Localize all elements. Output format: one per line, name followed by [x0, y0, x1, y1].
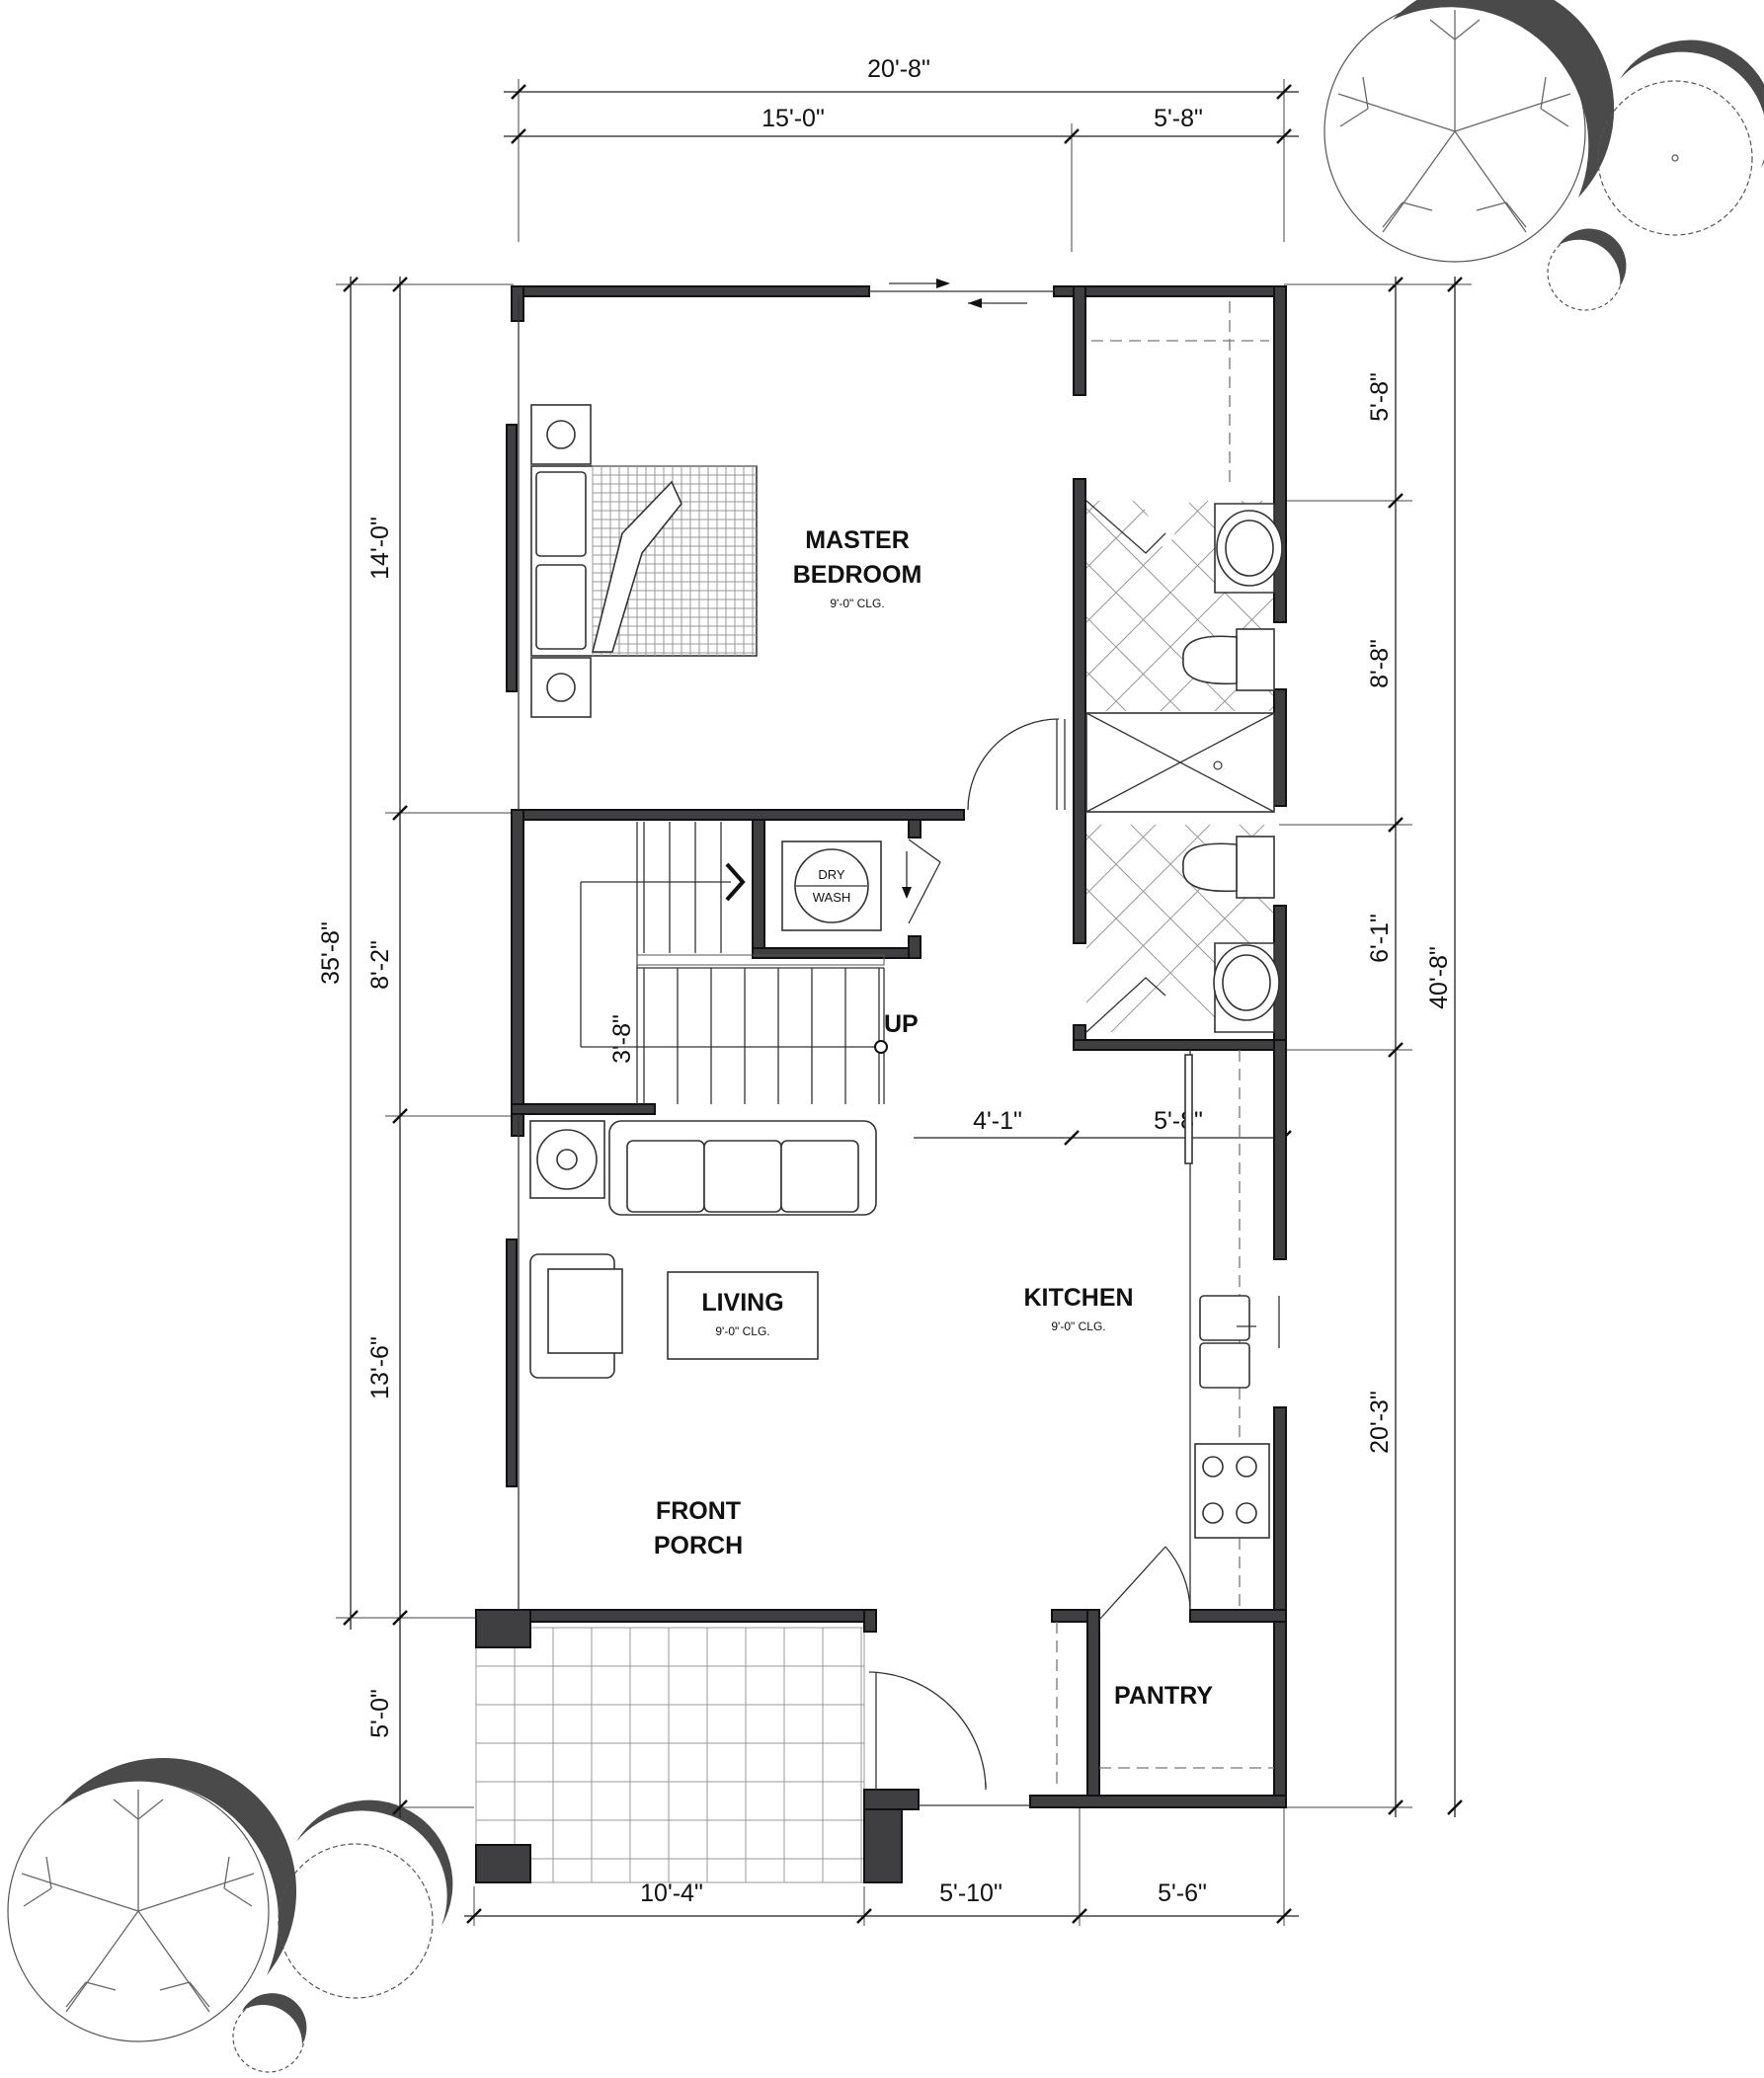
kitchen-counter	[1184, 1054, 1193, 1164]
shrub-top-right-icon	[1547, 228, 1627, 311]
tree-top-right-small-icon	[1597, 40, 1764, 236]
bath-sink-bottom	[1213, 942, 1280, 1033]
nightstand-top	[530, 404, 592, 465]
stair-up-label: UP	[884, 1010, 919, 1038]
room-label-front-porch: FRONT PORCH	[654, 1497, 743, 1559]
washer-label: WASH	[813, 890, 851, 905]
dim-left-living-label: 13'-6"	[366, 1336, 394, 1399]
dim-hall-label: 4'-1"	[973, 1107, 1022, 1135]
dim-top-right-label: 5'-8"	[1154, 105, 1203, 132]
sliding-door	[869, 279, 1054, 308]
sofa	[608, 1120, 877, 1216]
dimension-left-split: 14'-0" 8'-2" 13'-6" 5'-0"	[366, 277, 519, 1817]
bed	[530, 465, 758, 657]
dimension-interior: 4'-1" 5'-8" 3'-8"	[608, 1014, 1292, 1146]
dim-bottom-pantry-label: 5'-6"	[1158, 1879, 1207, 1907]
dim-stair-label: 3'-8"	[608, 1014, 636, 1064]
dim-top-overall-label: 20'-8"	[867, 55, 930, 83]
dim-left-bedroom-label: 14'-0"	[366, 517, 394, 580]
front-porch-line2: PORCH	[654, 1532, 743, 1559]
living-ceiling: 9'-0" CLG.	[715, 1324, 769, 1338]
dim-right-bath2-label: 6'-1"	[1366, 914, 1394, 963]
room-label-living: LIVING 9'-0" CLG.	[701, 1289, 783, 1338]
kitchen-stove	[1194, 1443, 1270, 1539]
dim-right-closet-label: 5'-8"	[1366, 372, 1394, 422]
shrub-bottom-left-icon	[232, 1993, 307, 2073]
laundry-door	[902, 839, 941, 924]
tree-bottom-left-small-icon	[278, 1799, 453, 1999]
dimension-right-split: 5'-8" 8'-8" 6'-1" 20'-3"	[1279, 277, 1412, 1817]
dim-left-stair-label: 8'-2"	[366, 940, 394, 990]
bath-sink-top	[1214, 503, 1283, 594]
staircase: UP	[580, 822, 919, 1104]
pantry-door	[1098, 1546, 1191, 1621]
dimension-bottom: 10'-4" 5'-10" 5'-6"	[464, 1807, 1299, 1926]
room-label-kitchen: KITCHEN 9'-0" CLG.	[1023, 1284, 1133, 1333]
room-label-master-bedroom: MASTER BEDROOM 9'-0" CLG.	[793, 526, 922, 610]
master-bedroom-ceiling: 9'-0" CLG.	[830, 597, 884, 610]
master-bedroom-line1: MASTER	[805, 526, 910, 554]
dim-kitchen-width-label: 5'-8"	[1154, 1107, 1203, 1135]
entry-door	[868, 1671, 1030, 1806]
ac-unit-icon	[529, 1120, 605, 1199]
tree-top-right-icon	[1323, 0, 1615, 263]
dim-right-overall-label: 40'-8"	[1425, 946, 1453, 1009]
tree-bottom-left-icon	[7, 1757, 297, 2042]
shower	[1085, 712, 1275, 813]
dimension-right-overall: 40'-8"	[1284, 277, 1472, 1817]
nightstand-bottom	[530, 657, 592, 718]
walls	[475, 285, 1287, 1883]
porch-tile-floor	[475, 1627, 865, 1883]
dim-left-overall-label: 35'-8"	[317, 921, 345, 985]
armchair	[529, 1253, 623, 1379]
kitchen-ceiling: 9'-0" CLG.	[1051, 1319, 1105, 1333]
washer-dryer: DRY WASH	[781, 840, 882, 931]
dim-right-bath1-label: 8'-8"	[1366, 639, 1394, 688]
kitchen-sink	[1199, 1295, 1280, 1389]
dim-bottom-porch-label: 10'-4"	[640, 1879, 703, 1907]
dim-bottom-entry-label: 5'-10"	[939, 1879, 1002, 1907]
dimension-top-split: 15'-0" 5'-8"	[504, 105, 1299, 252]
pantry-name: PANTRY	[1114, 1682, 1213, 1710]
bedroom-door	[967, 718, 1066, 811]
dryer-label: DRY	[818, 867, 845, 882]
front-porch-line1: FRONT	[656, 1497, 741, 1525]
bath-doors	[1085, 500, 1166, 1033]
kitchen-name: KITCHEN	[1023, 1284, 1133, 1312]
living-name: LIVING	[701, 1289, 783, 1317]
dim-top-left-label: 15'-0"	[762, 105, 825, 132]
dimension-top-overall: 20'-8"	[504, 55, 1299, 242]
room-label-pantry: PANTRY	[1114, 1682, 1213, 1710]
dim-right-kitchen-label: 20'-3"	[1366, 1391, 1394, 1454]
coffee-table	[667, 1271, 819, 1360]
dim-left-porch-label: 5'-0"	[366, 1689, 394, 1738]
master-bedroom-line2: BEDROOM	[793, 561, 922, 589]
bath-toilet-top	[1182, 628, 1275, 691]
dimension-left-overall: 35'-8"	[317, 277, 514, 1630]
bath-toilet-bottom	[1182, 836, 1275, 899]
